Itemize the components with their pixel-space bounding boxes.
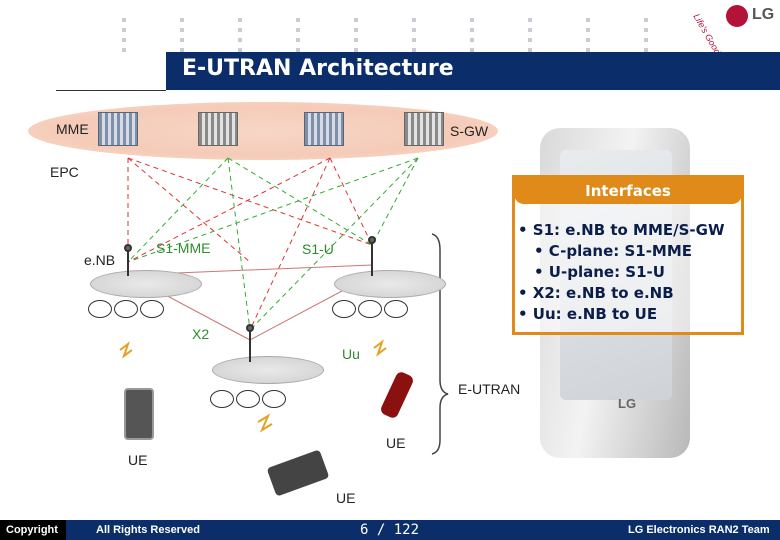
enb-node: [334, 270, 446, 298]
mme-server-icon: [98, 112, 138, 146]
uu-label: Uu: [342, 346, 360, 362]
sgw-server-icon: [404, 112, 444, 146]
footer-copyright: Copyright: [0, 520, 66, 540]
interfaces-heading: Interfaces: [514, 178, 742, 204]
s1-mme-label: S1-MME: [156, 240, 211, 256]
interface-item: • Uu: e.NB to UE: [518, 305, 658, 323]
ue-phone-icon: [124, 388, 154, 440]
cell-icon: [140, 300, 164, 318]
logo-brand: LG: [752, 6, 775, 23]
cell-icon: [384, 300, 408, 318]
phone-logo: LG: [618, 396, 637, 411]
ue-label: UE: [336, 490, 356, 506]
ue-label: UE: [128, 452, 148, 468]
mme-label: MME: [56, 121, 89, 137]
cell-icon: [236, 390, 260, 408]
server-icon: [198, 112, 238, 146]
enb-label: e.NB: [84, 252, 116, 268]
page-number: 6 / 122: [360, 522, 420, 538]
interface-item: • C-plane: S1-MME: [534, 242, 693, 260]
interface-item: • X2: e.NB to e.NB: [518, 284, 674, 302]
title-underline: [56, 90, 166, 91]
interfaces-list: • S1: e.NB to MME/S-GW • C-plane: S1-MME…: [518, 220, 740, 325]
interface-item: • U-plane: S1-U: [534, 263, 665, 281]
footer-rights: All Rights Reserved: [96, 524, 200, 536]
enb-node: [212, 356, 324, 384]
cell-icon: [358, 300, 382, 318]
cell-icon: [88, 300, 112, 318]
x2-label: X2: [192, 326, 210, 342]
sgw-label: S-GW: [450, 123, 489, 139]
epc-label: EPC: [50, 164, 79, 180]
cell-icon: [114, 300, 138, 318]
ue-label: UE: [386, 435, 406, 451]
interface-item: • S1: e.NB to MME/S-GW: [518, 221, 725, 239]
page-title: E-UTRAN Architecture: [182, 56, 454, 81]
lg-logo-icon: [726, 5, 748, 27]
cell-icon: [262, 390, 286, 408]
eutran-label: E-UTRAN: [458, 381, 521, 397]
mme-server-icon: [304, 112, 344, 146]
footer-bar: [0, 520, 780, 540]
s1-u-label: S1-U: [302, 241, 334, 257]
footer-team: LG Electronics RAN2 Team: [628, 524, 770, 536]
cell-icon: [210, 390, 234, 408]
title-bar: [166, 52, 780, 90]
enb-node: [90, 270, 202, 298]
cell-icon: [332, 300, 356, 318]
